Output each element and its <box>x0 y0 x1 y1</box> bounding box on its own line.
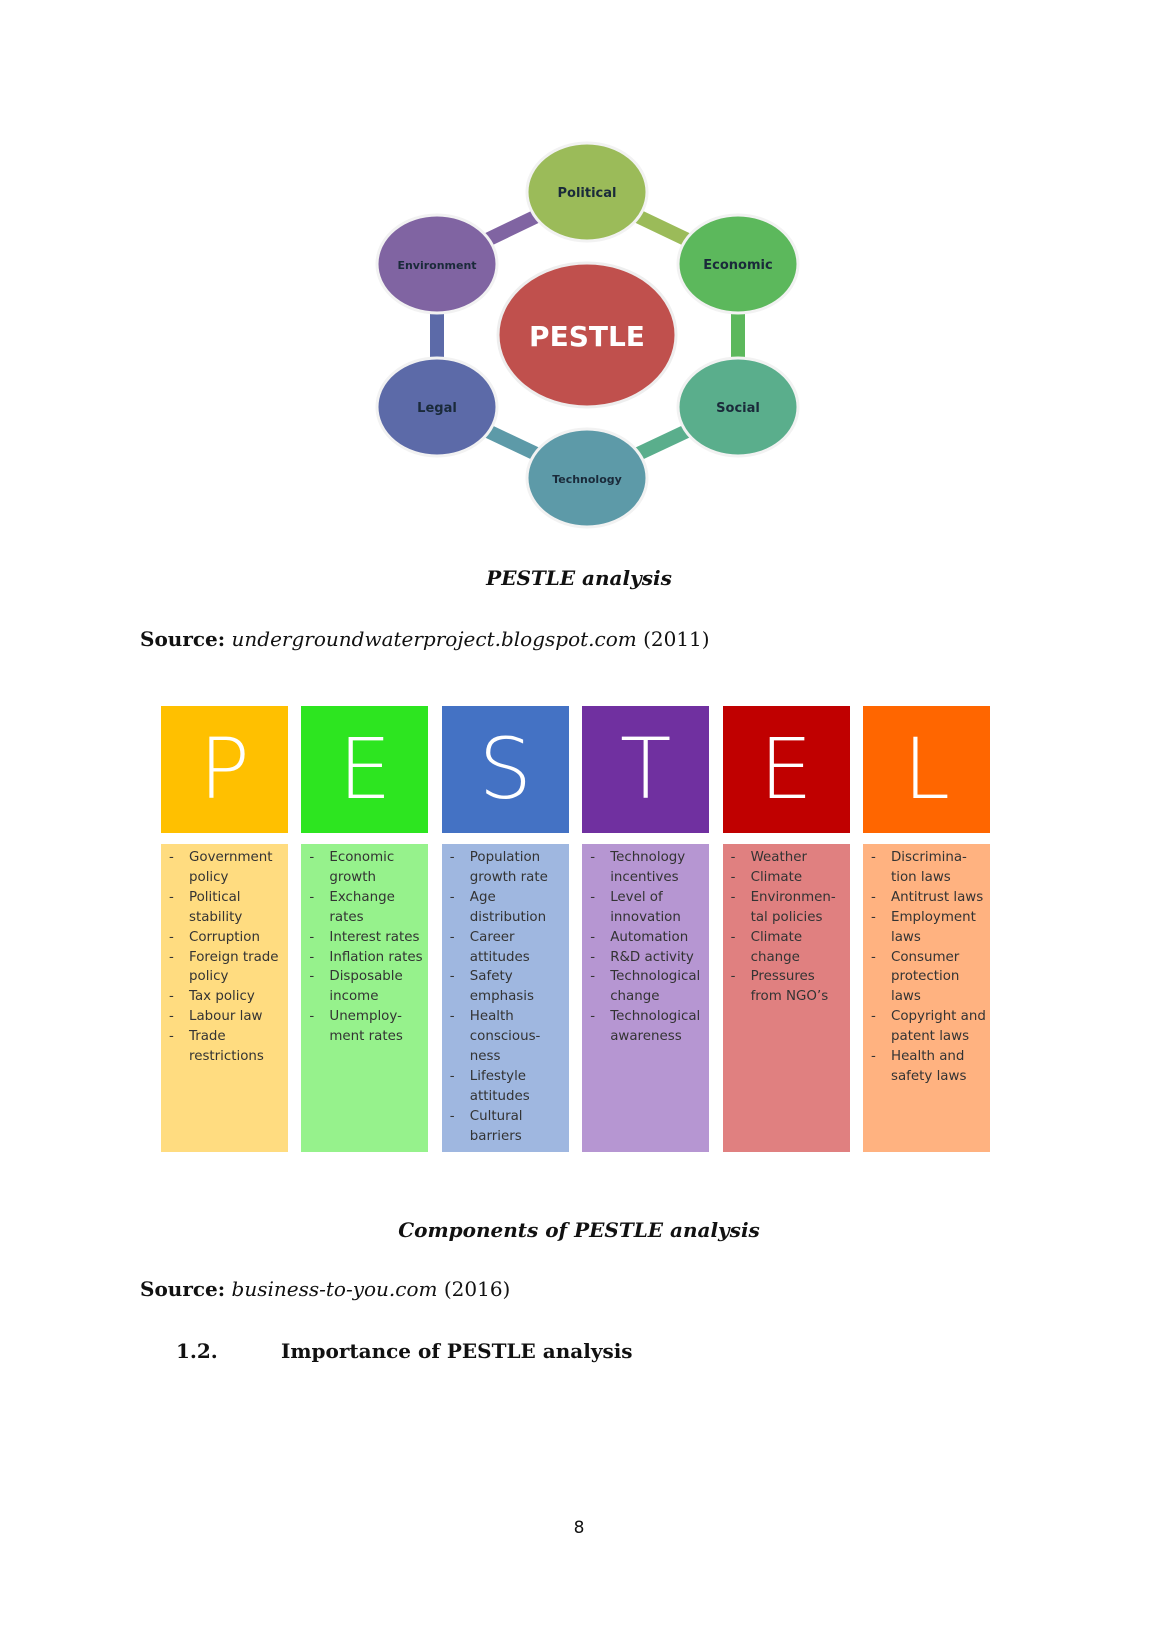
node-social: Social <box>676 356 800 458</box>
pestel-letter: T <box>582 706 710 833</box>
list-item: R&D activity <box>588 948 705 968</box>
node-circle <box>525 141 649 243</box>
node-label: Social <box>716 401 760 416</box>
node-economic: Economic <box>676 213 800 315</box>
section-number: 1.2. <box>176 1339 218 1363</box>
node-circle <box>676 213 800 315</box>
list-item: Exchange rates <box>307 888 424 928</box>
node-label: Environment <box>397 259 476 272</box>
pestel-letter: E <box>301 706 429 833</box>
list-item: Unemploy-ment rates <box>307 1007 424 1047</box>
node-circle <box>525 427 649 529</box>
node-label: Political <box>558 186 617 201</box>
list-item: Corruption <box>167 928 284 948</box>
list-item: Employment laws <box>869 908 986 948</box>
pestel-letter: P <box>161 706 288 833</box>
list-item: Foreign trade policy <box>167 948 284 988</box>
node-circle <box>375 356 499 458</box>
list-item: Health conscious-ness <box>448 1007 565 1067</box>
list-item: Government policy <box>167 848 284 888</box>
list-item: Trade restrictions <box>167 1027 284 1067</box>
page-number: 8 <box>573 1518 585 1538</box>
figure2-source: Source: business-to-you.com (2016) <box>140 1277 511 1301</box>
pestel-letter: E <box>722 706 850 833</box>
list-item: Safety emphasis <box>448 967 565 1007</box>
list-item: Inflation rates <box>307 948 424 968</box>
center-node <box>496 261 678 409</box>
list-item: Climate change <box>729 928 846 968</box>
list-item: Population growth rate <box>448 848 565 888</box>
node-legal: Legal <box>375 356 499 458</box>
node-label: Legal <box>417 401 457 416</box>
figure1-caption: PESTLE analysis <box>486 566 672 590</box>
list-item: Disposable income <box>307 967 424 1007</box>
list-item: Cultural barriers <box>448 1107 565 1147</box>
list-item: Pressures from NGO’s <box>729 967 846 1007</box>
node-circle <box>375 213 499 315</box>
list-item: Interest rates <box>307 928 424 948</box>
list-item: Technological change <box>588 967 705 1007</box>
pestel-letter: S <box>441 706 569 833</box>
node-circle <box>676 356 800 458</box>
center-label: PESTLE <box>529 320 645 353</box>
list-item: Labour law <box>167 1007 284 1027</box>
list-item: Level of innovation <box>588 888 705 928</box>
list-item: Economic growth <box>307 848 424 888</box>
pestel-letter: L <box>863 706 990 833</box>
pestel-factor-list: WeatherClimateEnvironmen-tal policiesCli… <box>722 844 850 1152</box>
list-item: Environmen-tal policies <box>729 888 846 928</box>
pestel-factor-list: Technology incentivesLevel of innovation… <box>582 844 710 1152</box>
section-title: Importance of PESTLE analysis <box>281 1339 633 1363</box>
list-item: Climate <box>729 868 846 888</box>
list-item: Age distribution <box>448 888 565 928</box>
pestel-factor-list: Population growth rateAge distributionCa… <box>441 844 569 1152</box>
list-item: Lifestyle attitudes <box>448 1067 565 1107</box>
list-item: Tax policy <box>167 987 284 1007</box>
pestel-factor-list: Discrimina-tion lawsAntitrust lawsEmploy… <box>863 844 990 1152</box>
list-item: Political stability <box>167 888 284 928</box>
list-item: Antitrust laws <box>869 888 986 908</box>
pestel-factor-list: Government policyPolitical stabilityCorr… <box>161 844 288 1152</box>
list-item: Technology incentives <box>588 848 705 888</box>
list-item: Health and safety laws <box>869 1047 986 1087</box>
node-label: Technology <box>552 473 622 486</box>
node-political: Political <box>525 141 649 243</box>
list-item: Career attitudes <box>448 928 565 968</box>
figure1-source: Source: undergroundwaterproject.blogspot… <box>140 627 710 651</box>
list-item: Weather <box>729 848 846 868</box>
node-environment: Environment <box>375 213 499 315</box>
list-item: Discrimina-tion laws <box>869 848 986 888</box>
figure2-caption: Components of PESTLE analysis <box>398 1218 760 1242</box>
node-technology: Technology <box>525 427 649 529</box>
node-label: Economic <box>703 258 772 273</box>
list-item: Technological awareness <box>588 1007 705 1047</box>
list-item: Copyright and patent laws <box>869 1007 986 1047</box>
list-item: Consumer protection laws <box>869 948 986 1008</box>
pestel-factor-list: Economic growthExchange ratesInterest ra… <box>301 844 429 1152</box>
list-item: Automation <box>588 928 705 948</box>
